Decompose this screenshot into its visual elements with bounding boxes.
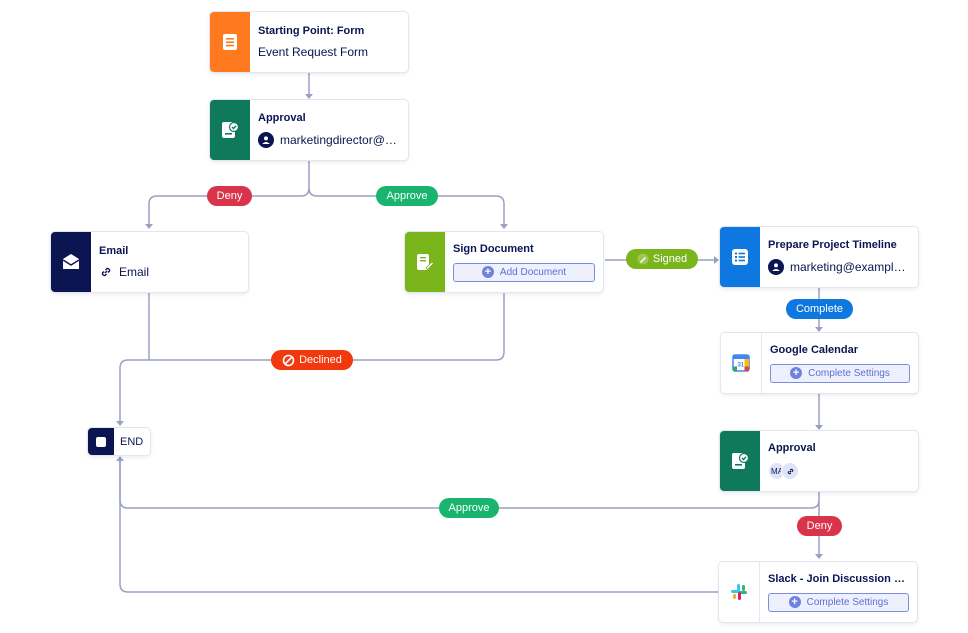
- node-subtitle: Email: [119, 265, 150, 279]
- node-email[interactable]: Email Email: [51, 232, 248, 292]
- slack-icon: [731, 584, 747, 600]
- node-title: Sign Document: [453, 242, 534, 255]
- approval-icon-box: [720, 431, 760, 491]
- form-icon-box: [210, 12, 250, 72]
- pill-text: Signed: [652, 253, 688, 265]
- pill-text: Declined: [299, 354, 342, 366]
- complete-settings-label: Complete Settings: [808, 367, 890, 379]
- pill-text: Deny: [806, 520, 833, 532]
- pen-icon: [637, 253, 649, 265]
- mail-icon-box: [51, 232, 91, 292]
- node-end[interactable]: END: [88, 428, 150, 455]
- branch-label-approve[interactable]: Approve: [376, 186, 438, 206]
- user-icon: [258, 132, 274, 148]
- slack-icon-box: [719, 562, 760, 622]
- approval-icon: [732, 452, 750, 469]
- link-icon: [101, 267, 111, 277]
- plus-icon: +: [790, 367, 803, 379]
- checklist-icon-box: [720, 227, 760, 287]
- branch-label-signed[interactable]: Signed: [626, 249, 698, 269]
- plus-icon: +: [481, 266, 494, 278]
- node-prepare-project-timeline[interactable]: Prepare Project Timeline marketing@examp…: [720, 227, 918, 287]
- pill-text: Approve: [386, 190, 428, 202]
- branch-label-deny-2[interactable]: Deny: [797, 516, 842, 536]
- pill-text: Complete: [795, 303, 844, 315]
- branch-label-declined[interactable]: Declined: [271, 350, 353, 370]
- add-document-label: Add Document: [499, 266, 567, 278]
- node-google-calendar[interactable]: 31 Google Calendar + Complete Settings: [721, 333, 918, 393]
- complete-settings-button[interactable]: + Complete Settings: [768, 592, 909, 612]
- complete-settings-button[interactable]: + Complete Settings: [770, 363, 910, 383]
- node-title: Slack - Join Discussion Grou...: [768, 572, 909, 585]
- form-icon: [223, 34, 237, 50]
- assignee-avatars: MA: [768, 462, 910, 480]
- node-title: Approval: [258, 112, 306, 124]
- branch-label-approve-2[interactable]: Approve: [439, 498, 499, 518]
- node-title: Approval: [768, 442, 816, 454]
- approval-icon-box: [210, 100, 250, 160]
- link-icon: [781, 462, 799, 480]
- sign-icon: [417, 254, 435, 271]
- branch-label-complete[interactable]: Complete: [786, 299, 853, 319]
- google-calendar-icon: 31: [732, 354, 750, 372]
- node-approval-director[interactable]: Approval marketingdirector@ex...: [210, 100, 408, 160]
- assignee-email: marketingdirector@ex...: [280, 133, 400, 147]
- plus-icon: +: [788, 596, 801, 608]
- node-slack-join-discussion[interactable]: Slack - Join Discussion Grou... + Comple…: [719, 562, 917, 622]
- branch-label-deny[interactable]: Deny: [207, 186, 252, 206]
- node-starting-point-form[interactable]: Starting Point: Form Event Request Form: [210, 12, 408, 72]
- checklist-icon: [732, 249, 748, 265]
- pill-text: Approve: [448, 502, 490, 514]
- node-title: Starting Point: Form: [258, 25, 365, 37]
- svg-text:31: 31: [737, 363, 744, 369]
- end-label: END: [120, 435, 144, 448]
- approval-icon: [222, 121, 240, 138]
- mail-icon: [62, 254, 80, 269]
- user-icon: [768, 259, 784, 275]
- complete-settings-label: Complete Settings: [806, 596, 889, 608]
- node-approval-2[interactable]: Approval MA: [720, 431, 918, 491]
- pill-text: Deny: [216, 190, 243, 202]
- add-document-button[interactable]: + Add Document: [453, 262, 595, 282]
- stop-icon: [88, 428, 114, 455]
- node-title: Prepare Project Timeline: [768, 239, 897, 251]
- assignee-email: marketing@example.c...: [790, 260, 910, 274]
- sign-icon-box: [405, 232, 445, 292]
- prohibited-icon: [282, 354, 295, 366]
- node-sign-document[interactable]: Sign Document + Add Document: [405, 232, 603, 292]
- google-calendar-icon-box: 31: [721, 333, 762, 393]
- node-title: Email: [99, 245, 129, 257]
- node-title: Google Calendar: [770, 343, 859, 356]
- node-subtitle: Event Request Form: [258, 45, 369, 59]
